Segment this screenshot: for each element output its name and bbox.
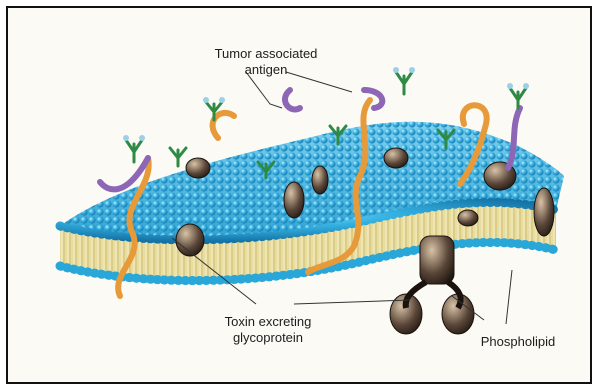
label-line-1: Toxin excreting	[208, 314, 328, 330]
label-toxin-excreting-glycoprotein: Toxin excreting glycoprotein	[208, 314, 328, 346]
label-line-2: glycoprotein	[208, 330, 328, 346]
label-tumor-associated-antigen: Tumor associated antigen	[186, 46, 346, 78]
label-line-1: Tumor associated	[186, 46, 346, 62]
label-line-2: antigen	[186, 62, 346, 78]
label-phospholipid: Phospholipid	[463, 334, 573, 350]
figure-frame: Tumor associated antigen Toxin excreting…	[6, 6, 592, 384]
